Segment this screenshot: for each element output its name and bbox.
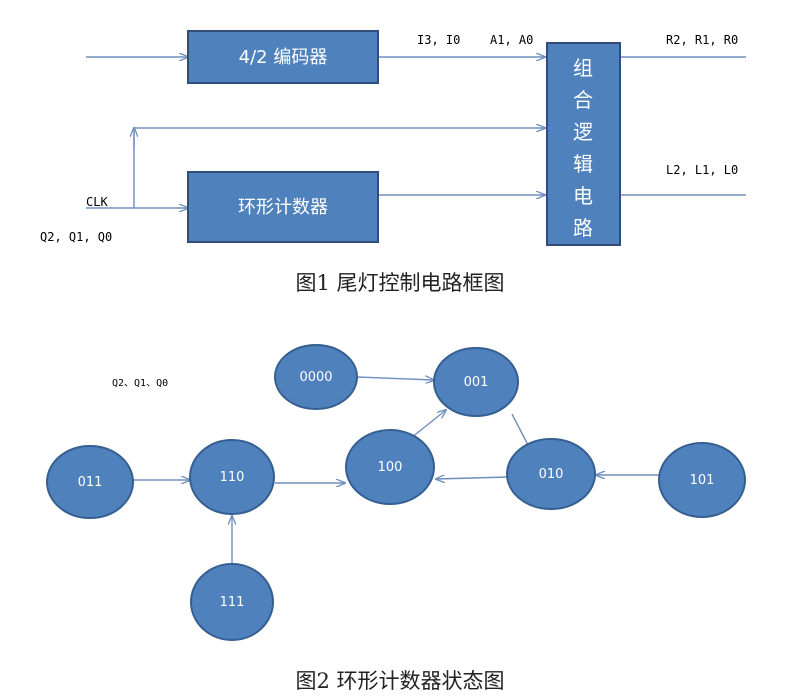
signal-label-r: R2, R1, R0	[666, 33, 738, 47]
logic-char: 辑	[573, 152, 593, 176]
state-node-100	[345, 429, 435, 505]
encoder-label: 4/2 编码器	[239, 47, 328, 68]
state-node-101	[658, 442, 746, 518]
transition-0000-001	[356, 377, 434, 380]
state-label: 010	[539, 467, 564, 482]
signal-label-i: I3, I0	[417, 33, 460, 47]
state-label: 0000	[299, 370, 332, 385]
state-label: 001	[464, 375, 489, 390]
logic-char: 路	[573, 216, 593, 240]
logic-char: 逻	[573, 120, 593, 144]
state-label: 111	[220, 595, 245, 610]
figure2-state-diagram: Q2、Q1、Q0 0000 001 011 110 100 010 101 11…	[46, 344, 746, 693]
signal-label-q: Q2, Q1, Q0	[40, 230, 112, 244]
state-node-010	[506, 438, 596, 510]
logic-char: 合	[573, 88, 593, 112]
transition-001-010	[511, 413, 529, 446]
state-node-111	[190, 563, 274, 641]
state-node-011	[46, 445, 134, 519]
transition-010-100	[436, 477, 509, 479]
ring-counter-block	[187, 171, 379, 243]
signal-label-a: A1, A0	[490, 33, 533, 47]
state-legend: Q2、Q1、Q0	[112, 378, 168, 389]
state-label: 101	[690, 473, 715, 488]
combinational-logic-block	[546, 42, 621, 246]
figure1-caption: 图1 尾灯控制电路框图	[295, 271, 504, 295]
state-label: 110	[220, 470, 245, 485]
state-label: 011	[78, 475, 103, 490]
state-node-0000	[274, 344, 358, 410]
state-node-110	[189, 439, 275, 515]
signal-label-l: L2, L1, L0	[666, 163, 738, 177]
signal-label-clk: CLK	[86, 195, 108, 209]
state-node-001	[433, 347, 519, 417]
figure1-block-diagram: 4/2 编码器 环形计数器 组 合 逻 辑 电 路 I3, I0 A1, A0 …	[40, 30, 746, 295]
encoder-block	[187, 30, 379, 84]
ring-counter-label: 环形计数器	[238, 197, 328, 218]
state-label: 100	[378, 460, 403, 475]
figure2-caption: 图2 环形计数器状态图	[295, 669, 504, 693]
logic-char: 组	[573, 56, 593, 80]
logic-char: 电	[573, 184, 593, 208]
